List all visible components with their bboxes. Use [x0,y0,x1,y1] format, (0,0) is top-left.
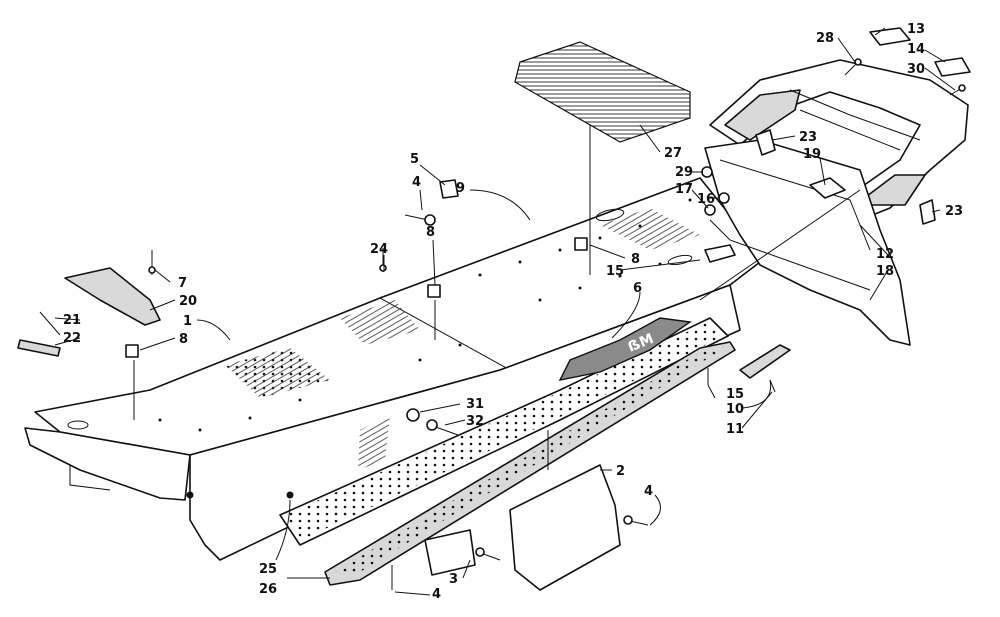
callout-13: 13 [907,22,925,37]
callout-8-middle: 8 [426,225,435,240]
callout-16: 16 [697,192,715,207]
deck-rivet-holes [158,198,692,499]
callout-29: 29 [675,165,693,180]
callout-30: 30 [907,62,925,77]
grommet-8-right [574,237,588,251]
callout-10: 10 [726,402,744,417]
callout-32: 32 [466,414,484,429]
tunnel-front-flap [24,427,191,501]
callout-4-bottom: 4 [432,587,441,602]
callout-22: 22 [63,331,81,346]
callout-4-right: 4 [644,484,653,499]
nut-16 [718,192,730,204]
rear-bumper [709,59,969,223]
callout-14: 14 [907,42,925,57]
callout-21: 21 [63,313,81,328]
nut-31 [406,408,420,422]
callout-27: 27 [664,146,682,161]
callout-18: 18 [876,264,894,279]
callout-23-top: 23 [799,130,817,145]
clip-23-right [919,199,936,225]
callout-12: 12 [876,247,894,262]
bracket-10 [739,344,791,379]
callout-28: 28 [816,31,834,46]
nut-29 [701,166,713,178]
callout-8-right: 8 [631,252,640,267]
callout-15-upper: 15 [606,264,624,279]
callout-5: 5 [410,152,419,167]
callout-15-lower: 15 [726,387,744,402]
callout-11: 11 [726,422,744,437]
callout-25: 25 [259,562,277,577]
foot-bracket-2 [509,464,621,591]
bumper-pad-13 [869,27,911,46]
bracket-19 [809,177,846,199]
clip-23-top [755,129,776,156]
side-logo-decal [558,317,692,381]
callout-3: 3 [449,572,458,587]
seat-pad [514,41,691,143]
callout-19: 19 [803,147,821,162]
callout-20: 20 [179,294,197,309]
plate-3 [424,529,476,576]
callout-23-right: 23 [945,204,963,219]
tunnel-assembly: ẞM [24,177,761,561]
callout-1: 1 [183,314,192,329]
leader-lines [54,27,956,596]
callout-17: 17 [675,182,693,197]
guard-20 [64,267,161,326]
callout-7: 7 [178,276,187,291]
grommet-8-middle [427,284,441,298]
callout-31: 31 [466,397,484,412]
callout-6: 6 [633,281,642,296]
callout-24: 24 [370,242,388,257]
plate-22 [17,339,61,357]
callout-8-left: 8 [179,332,188,347]
grommet-8-left [125,344,139,358]
bumper-pad-14 [934,57,971,77]
bolt-15-upper [704,244,736,263]
callout-labels: 1 2 3 4 4 4 5 6 7 8 8 8 9 10 11 12 13 14… [63,22,963,602]
callout-4-top: 4 [412,175,421,190]
callout-2: 2 [616,464,625,479]
callout-9: 9 [456,181,465,196]
callout-26: 26 [259,582,277,597]
